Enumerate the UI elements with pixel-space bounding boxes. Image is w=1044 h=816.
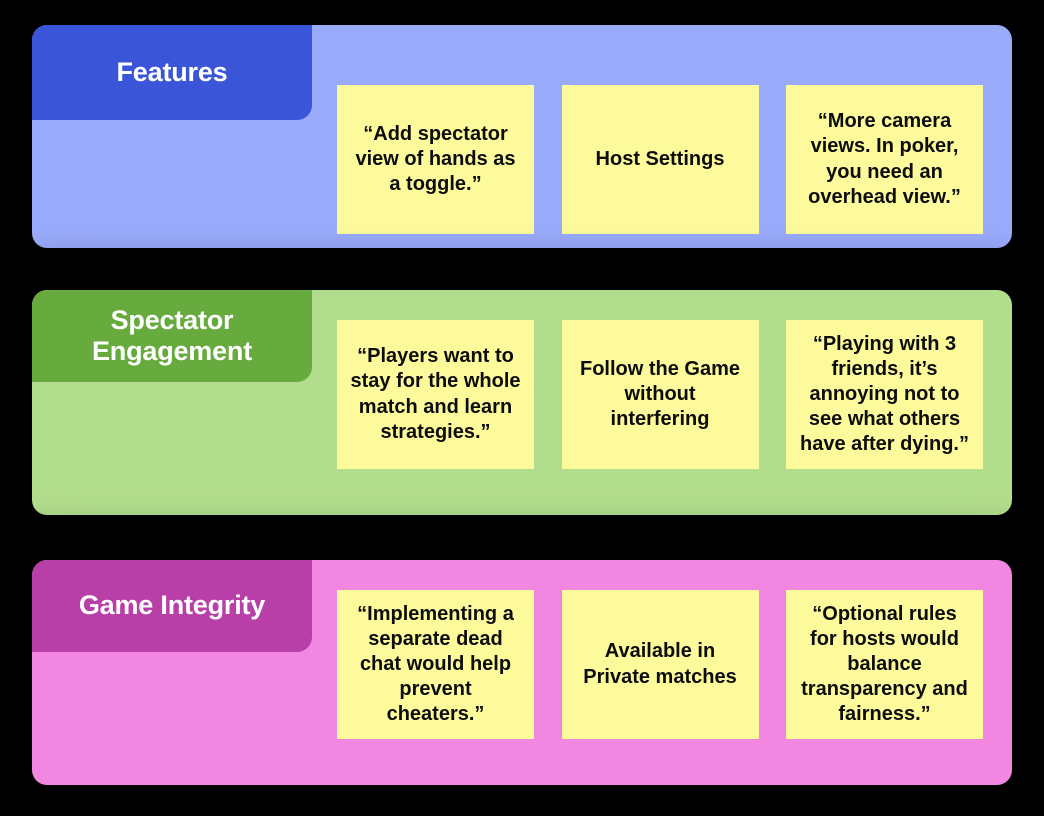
sticky-note[interactable]: “Add spectator view of hands as a toggle… — [337, 85, 534, 234]
sticky-note-text: “Playing with 3 friends, it’s annoying n… — [800, 332, 969, 456]
sticky-note[interactable]: “Playing with 3 friends, it’s annoying n… — [786, 320, 983, 469]
category-tab-spectator-engagement[interactable]: Spectator Engagement — [32, 290, 312, 382]
sticky-note[interactable]: Available in Private matches — [561, 590, 759, 739]
sticky-note[interactable]: “Players want to stay for the whole matc… — [337, 320, 534, 469]
sticky-note-text: “Add spectator view of hands as a toggle… — [355, 122, 516, 196]
sticky-note[interactable]: Follow the Game without interfering — [561, 320, 759, 469]
category-tab-features[interactable]: Features — [32, 25, 312, 120]
sticky-note-text: Host Settings — [595, 147, 725, 170]
category-panel-game-integrity: Game Integrity “Implementing a separate … — [32, 560, 1012, 785]
category-tab-game-integrity[interactable]: Game Integrity — [32, 560, 312, 652]
sticky-note[interactable]: “More camera views. In poker, you need a… — [786, 85, 983, 234]
category-tab-label: Spectator Engagement — [91, 304, 253, 366]
sticky-note-text: Available in Private matches — [583, 640, 737, 688]
category-panel-spectator-engagement: Spectator Engagement “Players want to st… — [32, 290, 1012, 515]
sticky-note[interactable]: “Implementing a separate dead chat would… — [337, 590, 534, 739]
sticky-note-text: “Implementing a separate dead chat would… — [357, 602, 514, 726]
sticky-note[interactable]: Host Settings — [561, 85, 759, 234]
sticky-note-text: “Players want to stay for the whole matc… — [350, 345, 521, 443]
category-tab-label: Features — [116, 56, 228, 87]
notes-row-game-integrity: “Implementing a separate dead chat would… — [337, 590, 983, 739]
sticky-note[interactable]: “Optional rules for hosts would balance … — [786, 590, 983, 739]
category-tab-label: Game Integrity — [78, 590, 266, 621]
sticky-note-text: “Optional rules for hosts would balance … — [801, 602, 968, 726]
sticky-note-text: Follow the Game without interfering — [579, 357, 741, 431]
sticky-note-text: “More camera views. In poker, you need a… — [808, 110, 961, 208]
notes-row-spectator-engagement: “Players want to stay for the whole matc… — [337, 320, 983, 469]
category-panel-features: Features “Add spectator view of hands as… — [32, 25, 1012, 248]
notes-row-features: “Add spectator view of hands as a toggle… — [337, 85, 983, 234]
